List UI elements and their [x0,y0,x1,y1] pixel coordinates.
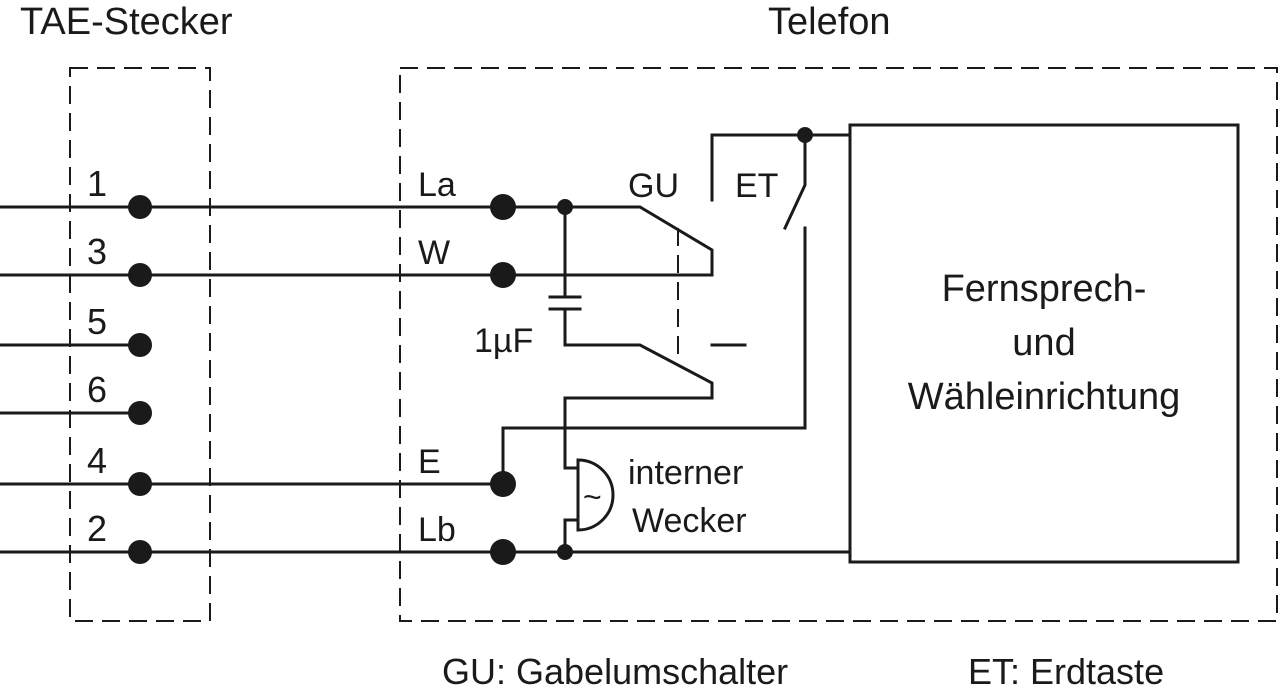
terminal-w-label: W [418,234,450,272]
bell-symbol: ~ [583,479,602,515]
junction-la-dot [557,199,573,215]
unit-label-line1: Fernsprech- [942,268,1147,310]
pin-1-dot [128,195,152,219]
bell-lead-top [563,396,714,470]
pin-4-dot [128,472,152,496]
terminal-la-dot [490,194,516,220]
junction-lb-dot [557,544,573,560]
terminal-lb-label: Lb [418,511,456,549]
wire-la [0,205,714,277]
terminal-e-label: E [418,443,441,481]
pin-6-dot [128,401,152,425]
telephone-boundary [399,67,1278,622]
gu-upper-contact [710,133,852,202]
pin-6-label: 6 [87,369,107,410]
pin-3-label: 3 [87,231,107,272]
plug-title: TAE-Stecker [20,1,233,43]
legend-gu: GU: Gabelumschalter [442,651,788,690]
pin-5-label: 5 [87,301,107,342]
main-unit-box [848,123,1240,564]
bell-body [576,458,615,532]
bell-label-line1: interner [628,454,743,492]
switch-gu-label: GU [628,167,679,205]
junction-et-dot [797,127,813,143]
capacitor-lead-bottom [563,307,714,400]
unit-label-line2: und [1012,322,1075,364]
terminal-e-dot [490,471,516,497]
capacitor-label: 1µF [474,322,533,360]
pin-2-label: 2 [87,508,107,549]
pin-4-label: 4 [87,440,107,481]
pin-5-dot [128,333,152,357]
et-ground-line [501,226,807,486]
pin-3-dot [128,263,152,287]
terminal-lb-dot [490,539,516,565]
pin-1-label: 1 [87,163,107,204]
phone-title: Telefon [768,1,891,43]
unit-label-line3: Wähleinrichtung [908,376,1180,418]
bell-label-line2: Wecker [632,502,747,540]
terminal-la-label: La [418,166,456,204]
pin-2-dot [128,540,152,564]
legend-et: ET: Erdtaste [968,651,1164,690]
terminal-w-dot [490,262,516,288]
switch-et-label: ET [735,167,778,205]
et-switch-blade [783,133,807,230]
bell-lead-bottom [563,518,580,554]
